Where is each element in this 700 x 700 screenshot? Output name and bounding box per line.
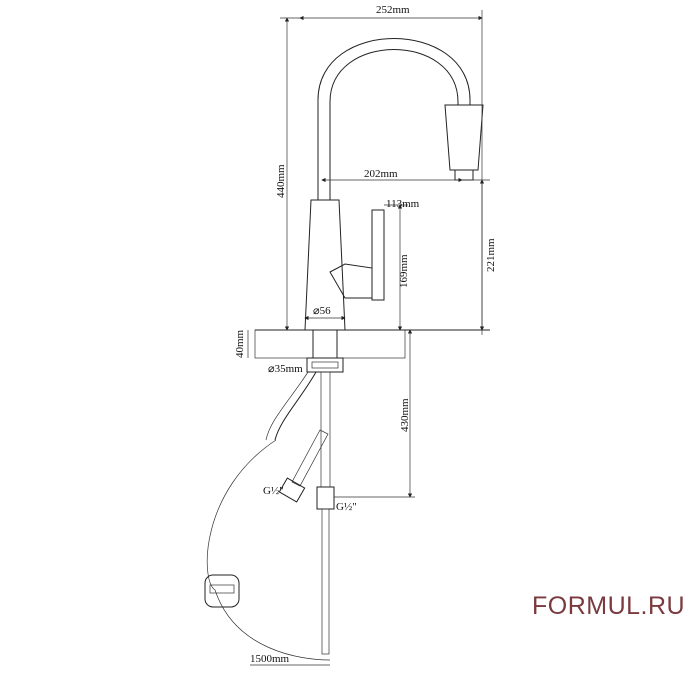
dim-pullout-hose-length: 1500mm [250, 653, 290, 665]
mounting-nut [306, 357, 344, 373]
supply-hoses [278, 371, 335, 655]
dimension-lines [247, 10, 490, 666]
dim-body-height: 169mm [398, 254, 410, 288]
brand-watermark: FORMUL.RU [532, 592, 686, 620]
dim-counter-thickness: 40mm [234, 329, 246, 358]
dim-hose-length: 430mm [399, 398, 411, 432]
dim-hole-diameter: ⌀35mm [268, 363, 303, 375]
dim-base-diameter: ⌀56 [313, 305, 331, 317]
inlet-thread-right: G½" [336, 501, 357, 513]
dim-handle-width: 113mm [386, 198, 420, 210]
countertop [254, 329, 490, 359]
dim-spout-height: 221mm [485, 238, 497, 272]
faucet-handle [329, 209, 385, 301]
dim-total-height: 440mm [275, 164, 287, 198]
dim-spout-reach: 202mm [364, 168, 398, 180]
inlet-thread-left: G½" [263, 485, 284, 497]
pullout-hose [204, 371, 331, 661]
faucet-body [304, 38, 484, 331]
dim-total-width: 252mm [376, 4, 410, 16]
